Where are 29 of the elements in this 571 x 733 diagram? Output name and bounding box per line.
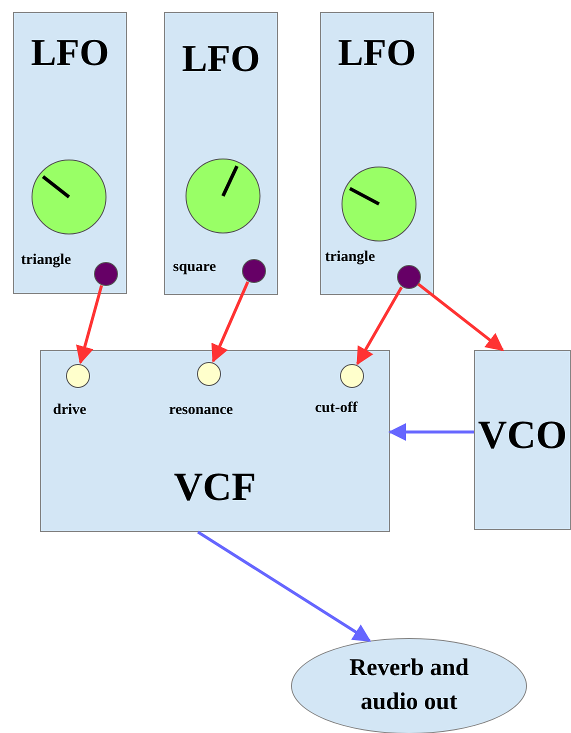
arrow: [76, 285, 103, 364]
module-title: LFO: [182, 37, 260, 81]
output-jack: [397, 265, 421, 289]
input-jack: [197, 362, 221, 386]
output-jack: [242, 259, 266, 283]
module-panel: [474, 350, 571, 530]
arrow: [197, 530, 372, 642]
jack-label: drive: [53, 402, 86, 419]
arrow: [356, 286, 403, 366]
jack-label: triangle: [21, 252, 71, 269]
module-title: VCF: [174, 463, 256, 510]
input-jack: [340, 364, 364, 388]
output-label: Reverb and audio out: [348, 654, 470, 717]
jack-label: triangle: [325, 249, 375, 266]
module-panel: [40, 350, 390, 532]
arrow: [417, 282, 504, 352]
jack-label: square: [173, 259, 216, 276]
jack-label: cut-off: [315, 400, 358, 417]
module-panel: [320, 12, 434, 295]
module-panel: [164, 12, 278, 295]
output-jack: [94, 262, 118, 286]
input-jack: [66, 364, 90, 388]
module-title: LFO: [30, 31, 110, 75]
module-title: LFO: [338, 31, 416, 75]
module-panel: [13, 12, 127, 294]
jack-label: resonance: [169, 402, 233, 419]
module-title: VCO: [478, 411, 567, 458]
arrow: [388, 423, 474, 441]
arrow: [211, 281, 250, 363]
